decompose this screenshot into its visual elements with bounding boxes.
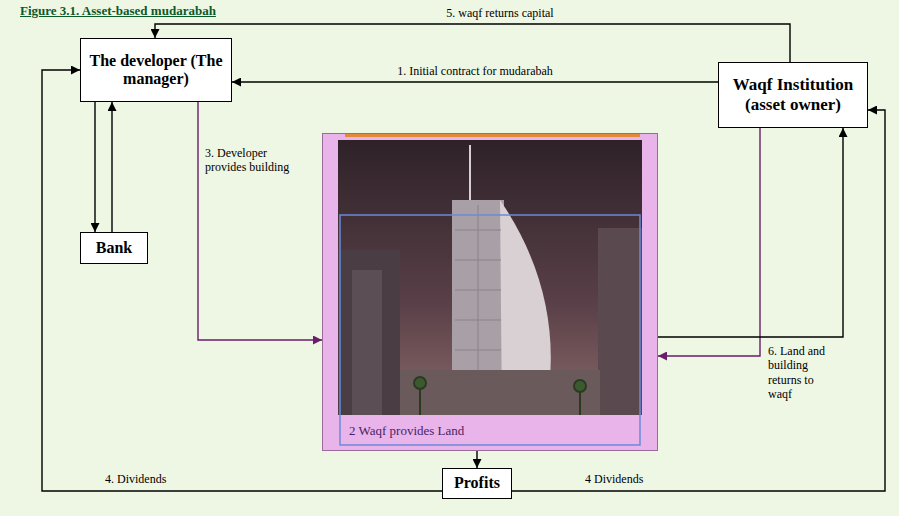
arrow-label: 4 Dividends: [585, 472, 695, 486]
label-patch: 1. Initial contract for mudarabah: [397, 64, 553, 78]
podium: [400, 370, 600, 415]
flow-arrow: [476, 451, 477, 468]
box-label: The developer (The manager): [87, 52, 225, 89]
picture-ground: [322, 133, 658, 451]
arrow-label: 3. Developer provides building: [205, 146, 300, 175]
flow-arrow: [658, 128, 760, 356]
side-building: [338, 250, 400, 415]
photo-sky: [338, 140, 642, 415]
picture-caption: 2 Waqf provides Land: [349, 424, 464, 439]
manager-box: The developer (The manager): [80, 38, 232, 102]
waqf-box: Waqf Institution (asset owner): [718, 62, 868, 128]
arrow-label: 1. Initial contract for mudarabah: [300, 64, 650, 78]
flow-arrow: [155, 24, 790, 62]
side-building: [598, 228, 642, 415]
box-label: Bank: [96, 239, 132, 257]
flow-arrow: [198, 102, 322, 340]
profits-box: Profits: [442, 468, 512, 499]
flow-arrow: [658, 128, 843, 337]
box-label: Waqf Institution (asset owner): [725, 75, 861, 114]
label-patch: 5. waqf returns capital: [446, 6, 553, 20]
blue-frame: [340, 215, 640, 445]
tower-spire: [469, 145, 471, 205]
arrow-label: 4. Dividends: [105, 472, 215, 486]
arrow-label: 5. waqf returns capital: [380, 6, 620, 20]
arrow-label: 6. Land and building returns to waqf: [768, 344, 840, 402]
box-label: Profits: [454, 474, 500, 492]
bank-box: Bank: [80, 232, 148, 264]
tower-windows: [455, 205, 501, 370]
side-building: [352, 270, 382, 415]
flow-arrow: [94, 102, 95, 232]
flow-arrow: [512, 110, 885, 491]
palm-trees: [414, 377, 586, 415]
flow-arrow: [232, 81, 718, 82]
figure-title: Figure 3.1. Asset-based mudarabah: [20, 3, 216, 19]
flow-arrow: [111, 102, 112, 232]
project-box: 2 Waqf provides Land: [322, 133, 658, 451]
